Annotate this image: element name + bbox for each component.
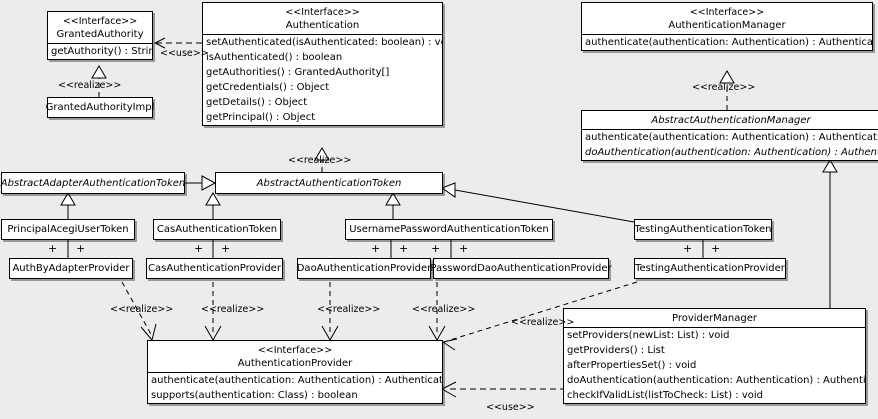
class-password-dao-authentication-provider[interactable]: PasswordDaoAuthenticationProvider xyxy=(430,258,612,279)
class-name: AuthByAdapterProvider xyxy=(12,263,130,274)
class-authentication-provider[interactable]: <<Interface>> AuthenticationProvider aut… xyxy=(147,340,443,404)
relationship-label-realize-abstract-authentication-manager: <<realize>> xyxy=(692,82,756,93)
operation: authenticate(authentication: Authenticat… xyxy=(585,132,878,143)
relationship-label-realize-testing-authentication-provider: <<realize>> xyxy=(511,317,575,328)
stereotype-label: <<Interface>> xyxy=(62,16,138,27)
class-name: AbstractAuthenticationManager xyxy=(651,115,811,126)
operation: getAuthorities() : GrantedAuthority[] xyxy=(206,67,390,78)
relationship-label-use-granted-authority: <<use>> xyxy=(160,48,209,59)
operation: doAuthentication(authentication: Authent… xyxy=(585,147,878,158)
relationship-label-realize-auth-by-adapter-provider: <<realize>> xyxy=(110,304,174,315)
relationship-label-realize-abstract-authentication-token: <<realize>> xyxy=(288,155,352,166)
multiplicity-plus: + xyxy=(399,242,409,255)
operations-compartment: authenticate(authentication: Authenticat… xyxy=(582,129,878,160)
class-name: AuthenticationManager xyxy=(668,20,786,31)
relationship-label-realize-password-dao-authentication-provider: <<realize>> xyxy=(412,304,476,315)
class-auth-by-adapter-provider[interactable]: AuthByAdapterProvider xyxy=(9,258,133,279)
operations-compartment: setAuthenticated(isAuthenticated: boolea… xyxy=(203,34,442,125)
relationship-label-use-provider-manager: <<use>> xyxy=(486,402,535,413)
class-name: GrantedAuthorityImpl xyxy=(45,102,155,113)
class-name: CasAuthenticationToken xyxy=(156,224,278,235)
operations-compartment: authenticate(authentication: Authenticat… xyxy=(148,372,442,403)
class-abstract-authentication-token[interactable]: AbstractAuthenticationToken xyxy=(215,172,443,194)
class-authentication[interactable]: <<Interface>> Authentication setAuthenti… xyxy=(202,2,443,126)
class-header: <<Interface>> AuthenticationManager xyxy=(582,3,872,34)
relationship-label-realize-dao-authentication-provider: <<realize>> xyxy=(317,304,381,315)
multiplicity-plus: + xyxy=(431,242,441,255)
class-granted-authority[interactable]: <<Interface>> GrantedAuthority getAuthor… xyxy=(47,11,153,60)
class-cas-authentication-token[interactable]: CasAuthenticationToken xyxy=(153,219,281,240)
multiplicity-plus: + xyxy=(48,242,58,255)
multiplicity-plus: + xyxy=(459,242,469,255)
class-abstract-adapter-authentication-token[interactable]: AbstractAdapterAuthenticationToken xyxy=(1,172,185,194)
class-name: DaoAuthenticationProvider xyxy=(296,263,432,274)
class-name: CasAuthenticationProvider xyxy=(148,263,281,274)
multiplicity-plus: + xyxy=(683,242,693,255)
operation: getCredentials() : Object xyxy=(206,82,330,93)
operation: getProviders() : List xyxy=(567,345,665,356)
operation: setProviders(newList: List) : void xyxy=(567,330,730,341)
class-name: PasswordDaoAuthenticationProvider xyxy=(430,263,612,274)
class-header: ProviderManager xyxy=(564,309,865,327)
relationship-label-realize-granted-authority-impl: <<realize>> xyxy=(58,80,122,91)
multiplicity-plus: + xyxy=(194,242,204,255)
class-dao-authentication-provider[interactable]: DaoAuthenticationProvider xyxy=(297,258,431,279)
stereotype-label: <<Interface>> xyxy=(257,345,333,356)
class-name: AbstractAdapterAuthenticationToken xyxy=(0,177,186,189)
class-testing-authentication-token[interactable]: TestingAuthenticationToken xyxy=(634,219,772,240)
operation: supports(authentication: Class) : boolea… xyxy=(151,390,358,401)
class-username-password-authentication-token[interactable]: UsernamePasswordAuthenticationToken xyxy=(345,219,553,240)
operation: getPrincipal() : Object xyxy=(206,112,316,123)
multiplicity-plus: + xyxy=(76,242,86,255)
class-name: UsernamePasswordAuthenticationToken xyxy=(349,224,549,235)
multiplicity-plus: + xyxy=(711,242,721,255)
class-name: Authentication xyxy=(285,20,360,31)
class-authentication-manager[interactable]: <<Interface>> AuthenticationManager auth… xyxy=(581,2,873,51)
operation: checkIfValidList(listToCheck: List) : vo… xyxy=(567,390,764,401)
class-abstract-authentication-manager[interactable]: AbstractAuthenticationManager authentica… xyxy=(581,110,878,161)
operation: authenticate(authentication: Authenticat… xyxy=(151,375,442,386)
operation: getAuthority() : String xyxy=(51,46,152,57)
operation: authenticate(authentication: Authenticat… xyxy=(585,37,872,48)
class-name: AbstractAuthenticationToken xyxy=(256,177,402,189)
class-name: ProviderManager xyxy=(671,313,757,324)
class-name: GrantedAuthority xyxy=(56,29,144,40)
operation: afterPropertiesSet() : void xyxy=(567,360,697,371)
class-header: <<Interface>> GrantedAuthority xyxy=(48,12,152,43)
operation: setAuthenticated(isAuthenticated: boolea… xyxy=(206,37,442,48)
multiplicity-plus: + xyxy=(221,242,231,255)
operation: isAuthenticated() : boolean xyxy=(206,52,343,63)
stereotype-label: <<Interface>> xyxy=(689,7,765,18)
class-provider-manager[interactable]: ProviderManager setProviders(newList: Li… xyxy=(563,308,866,404)
multiplicity-plus: + xyxy=(371,242,381,255)
operation: doAuthentication(authentication: Authent… xyxy=(567,375,865,386)
class-name: PrincipalAcegiUserToken xyxy=(7,224,129,235)
class-name: TestingAuthenticationProvider xyxy=(635,263,785,274)
operation: getDetails() : Object xyxy=(206,97,308,108)
operations-compartment: getAuthority() : String xyxy=(48,43,152,59)
class-cas-authentication-provider[interactable]: CasAuthenticationProvider xyxy=(146,258,283,279)
class-header: AbstractAuthenticationManager xyxy=(582,111,878,129)
relationship-label-realize-cas-authentication-provider: <<realize>> xyxy=(201,304,265,315)
class-name: TestingAuthenticationToken xyxy=(634,224,772,235)
operations-compartment: authenticate(authentication: Authenticat… xyxy=(582,34,872,50)
stereotype-label: <<Interface>> xyxy=(285,7,360,18)
class-principal-acegi-user-token[interactable]: PrincipalAcegiUserToken xyxy=(1,219,135,240)
class-granted-authority-impl[interactable]: GrantedAuthorityImpl xyxy=(45,97,155,118)
class-name: AuthenticationProvider xyxy=(237,358,353,369)
class-header: <<Interface>> AuthenticationProvider xyxy=(148,341,442,372)
class-header: <<Interface>> Authentication xyxy=(203,3,442,34)
class-testing-authentication-provider[interactable]: TestingAuthenticationProvider xyxy=(634,258,786,279)
operations-compartment: setProviders(newList: List) : void getPr… xyxy=(564,327,865,403)
